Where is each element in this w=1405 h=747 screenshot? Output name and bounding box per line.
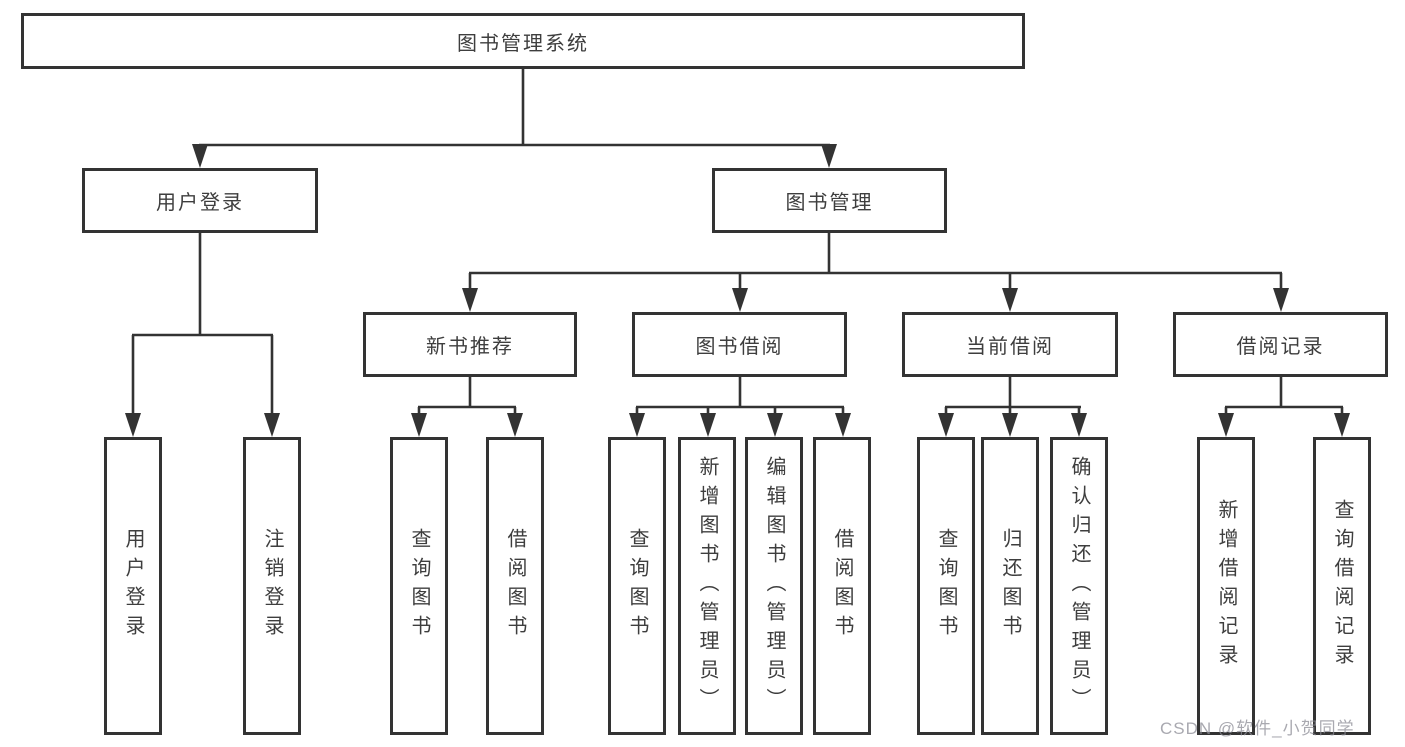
leaf-edit-books-admin: 编辑图书（管理员） (745, 437, 803, 735)
leaf-query-books-borrowing: 查询图书 (608, 437, 666, 735)
node-borrow-records: 借阅记录 (1173, 312, 1388, 377)
node-label: 当前借阅 (966, 336, 1054, 358)
leaf-return-books: 归还图书 (981, 437, 1039, 735)
node-new-book-recommend: 新书推荐 (363, 312, 577, 377)
leaf-logout: 注销登录 (243, 437, 301, 735)
node-label: 图书管理系统 (457, 32, 589, 55)
leaf-borrow-books: 借阅图书 (813, 437, 871, 735)
node-label: 查询图书 (935, 528, 957, 644)
node-label: 新增图书（管理员） (696, 455, 718, 717)
node-label: 确认归还（管理员） (1068, 455, 1090, 717)
node-label: 借阅记录 (1236, 336, 1325, 358)
leaf-borrow-books-recommend: 借阅图书 (486, 437, 544, 735)
leaf-query-books-current: 查询图书 (917, 437, 975, 735)
leaf-add-borrow-record: 新增借阅记录 (1197, 437, 1255, 735)
node-label: 查询图书 (408, 528, 430, 644)
node-book-borrowing: 图书借阅 (632, 312, 847, 377)
leaf-query-books-recommend: 查询图书 (390, 437, 448, 735)
leaf-query-borrow-record: 查询借阅记录 (1313, 437, 1371, 735)
leaf-user-login: 用户登录 (104, 437, 162, 735)
node-label: 编辑图书（管理员） (763, 455, 785, 717)
node-label: 借阅图书 (504, 528, 526, 644)
leaf-confirm-return-admin: 确认归还（管理员） (1050, 437, 1108, 735)
node-label: 图书借阅 (695, 336, 784, 358)
node-library-management-system: 图书管理系统 (21, 13, 1025, 69)
node-book-management: 图书管理 (712, 168, 947, 233)
node-label: 新书推荐 (426, 336, 514, 358)
node-label: 归还图书 (999, 528, 1021, 644)
node-current-borrowing: 当前借阅 (902, 312, 1118, 377)
node-user-login: 用户登录 (82, 168, 318, 233)
node-label: 查询图书 (626, 528, 648, 644)
node-label: 图书管理 (785, 192, 874, 214)
node-label: 用户登录 (156, 192, 244, 214)
node-label: 查询借阅记录 (1331, 499, 1353, 673)
csdn-watermark: CSDN @软件_小贺同学 (1160, 719, 1355, 738)
leaf-add-books-admin: 新增图书（管理员） (678, 437, 736, 735)
node-label: 用户登录 (122, 528, 144, 644)
node-label: 借阅图书 (831, 528, 853, 644)
node-label: 新增借阅记录 (1215, 499, 1237, 673)
node-label: 注销登录 (261, 528, 283, 644)
